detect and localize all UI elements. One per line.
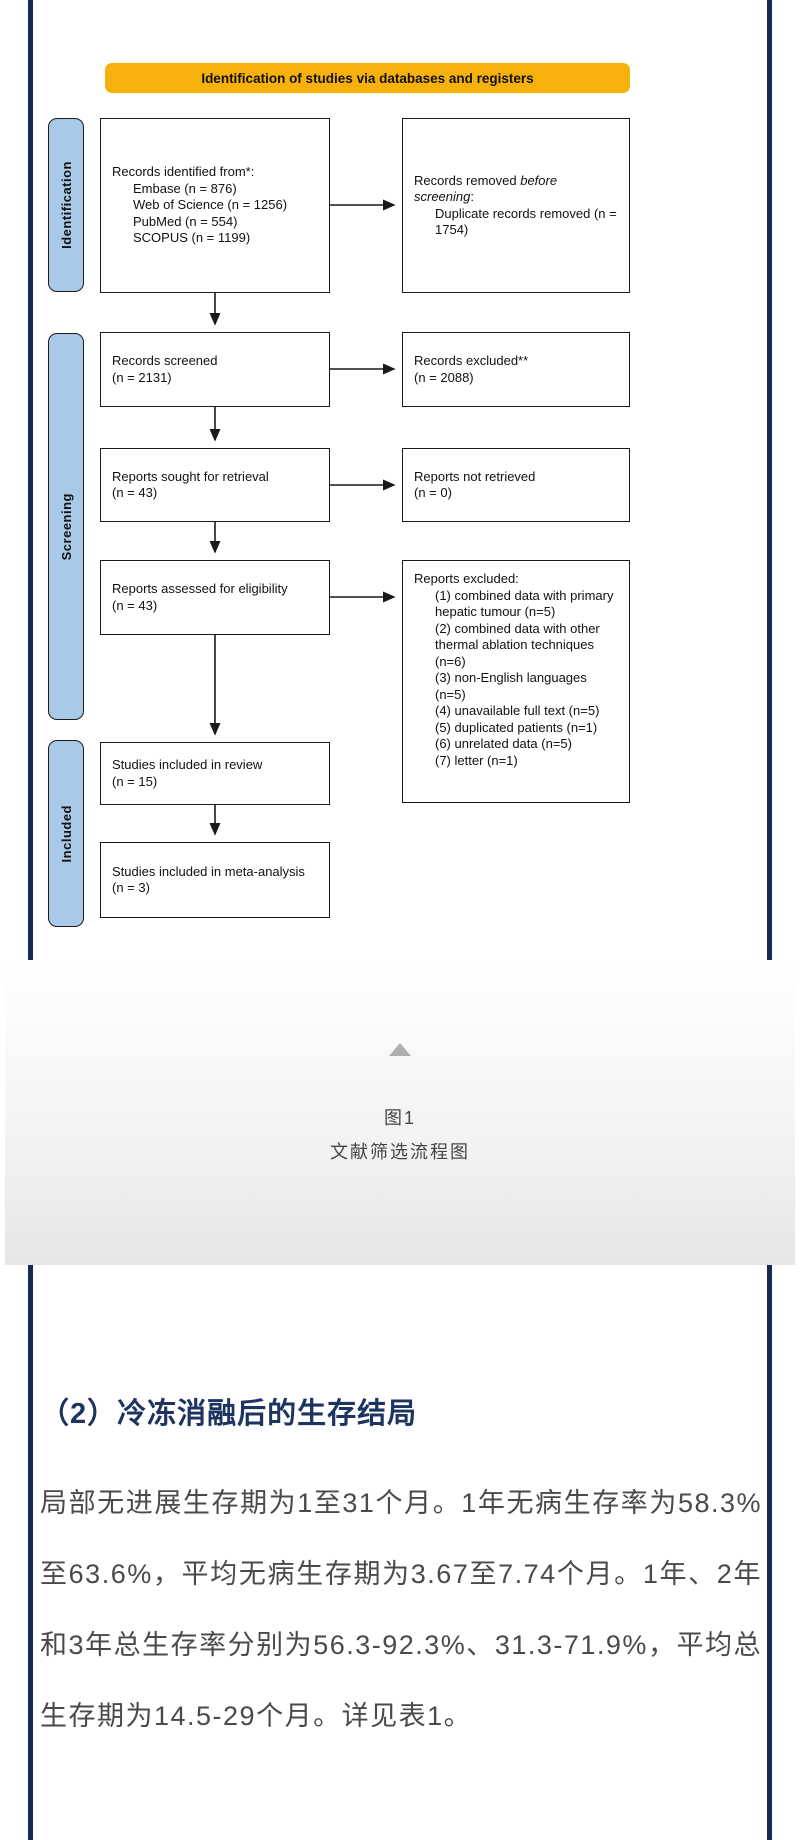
box-reports-not-retrieved: Reports not retrieved (n = 0) (402, 448, 630, 522)
records-identified-item: PubMed (n = 554) (133, 213, 238, 229)
stage-tab-screening: Screening (48, 333, 84, 720)
figure-caption-title: 文献筛选流程图 (330, 1142, 470, 1162)
reports-excluded-item: (3) non-English languages (n=5) (435, 670, 587, 702)
reports-excluded-item: (4) unavailable full text (n=5) (435, 703, 600, 718)
box-studies-included-review: Studies included in review (n = 15) (100, 742, 330, 805)
prisma-banner: Identification of studies via databases … (105, 63, 630, 93)
reports-excluded-item: (5) duplicated patients (n=1) (435, 719, 598, 735)
records-screened-n: (n = 2131) (112, 369, 172, 385)
studies-review-n: (n = 15) (112, 773, 158, 789)
collapse-triangle-icon (389, 1043, 411, 1056)
stage-tab-included-label: Included (58, 804, 74, 863)
records-identified-title: Records identified from*: (112, 164, 255, 180)
studies-meta-n: (n = 3) (112, 880, 150, 895)
figure-bottom-gradient (5, 960, 795, 1265)
reports-assessed-n: (n = 43) (112, 597, 158, 613)
reports-excluded-item: (6) unrelated data (n=5) (435, 736, 572, 751)
reports-excluded-item: (2) combined data with other thermal abl… (435, 620, 600, 669)
reports-excluded-item: (7) letter (n=1) (435, 752, 518, 768)
records-screened-label: Records screened (112, 353, 218, 368)
box-reports-excluded-reasons: Reports excluded: (1) combined data with… (402, 560, 630, 803)
box-reports-assessed: Reports assessed for eligibility (n = 43… (100, 560, 330, 635)
stage-tab-screening-label: Screening (58, 492, 74, 561)
reports-not-retrieved-n: (n = 0) (414, 485, 452, 500)
box-records-screened: Records screened (n = 2131) (100, 332, 330, 407)
box-reports-sought: Reports sought for retrieval (n = 43) (100, 448, 330, 522)
section-heading: （2）冷冻消融后的生存结局 (40, 1398, 418, 1430)
figure-caption-number: 图1 (383, 1108, 416, 1128)
reports-not-retrieved-label: Reports not retrieved (414, 468, 536, 484)
reports-sought-n: (n = 43) (112, 485, 158, 500)
box-records-excluded: Records excluded** (n = 2088) (402, 332, 630, 407)
records-removed-title: Records removed before screening: (414, 172, 558, 205)
studies-review-label: Studies included in review (112, 757, 263, 772)
reports-sought-label: Reports sought for retrieval (112, 468, 269, 484)
stage-tab-identification-label: Identification (58, 161, 74, 249)
studies-meta-label: Studies included in meta-analysis (112, 863, 305, 879)
records-excluded-label: Records excluded** (414, 353, 529, 368)
body-paragraph: 局部无进展生存期为1至31个月。1年无病生存率为58.3%至63.6%，平均无病… (40, 1488, 762, 1731)
page-right-border (767, 0, 772, 1840)
records-excluded-n: (n = 2088) (414, 369, 474, 385)
box-records-removed: Records removed before screening: Duplic… (402, 118, 630, 293)
records-identified-item: Embase (n = 876) (133, 180, 237, 196)
prisma-banner-label: Identification of studies via databases … (201, 70, 534, 86)
reports-excluded-item: (1) combined data with primary hepatic t… (435, 587, 614, 620)
page-left-border (28, 0, 33, 1840)
stage-tab-identification: Identification (48, 118, 84, 292)
records-removed-item: Duplicate records removed (n = 1754) (435, 205, 617, 238)
stage-tab-included: Included (48, 740, 84, 927)
reports-excluded-title: Reports excluded: (414, 571, 519, 586)
records-identified-item: SCOPUS (n = 1199) (133, 230, 251, 246)
box-records-identified: Records identified from*: Embase (n = 87… (100, 118, 330, 293)
reports-assessed-label: Reports assessed for eligibility (112, 581, 288, 596)
records-identified-item: Web of Science (n = 1256) (133, 197, 288, 213)
box-studies-included-meta: Studies included in meta-analysis (n = 3… (100, 842, 330, 918)
